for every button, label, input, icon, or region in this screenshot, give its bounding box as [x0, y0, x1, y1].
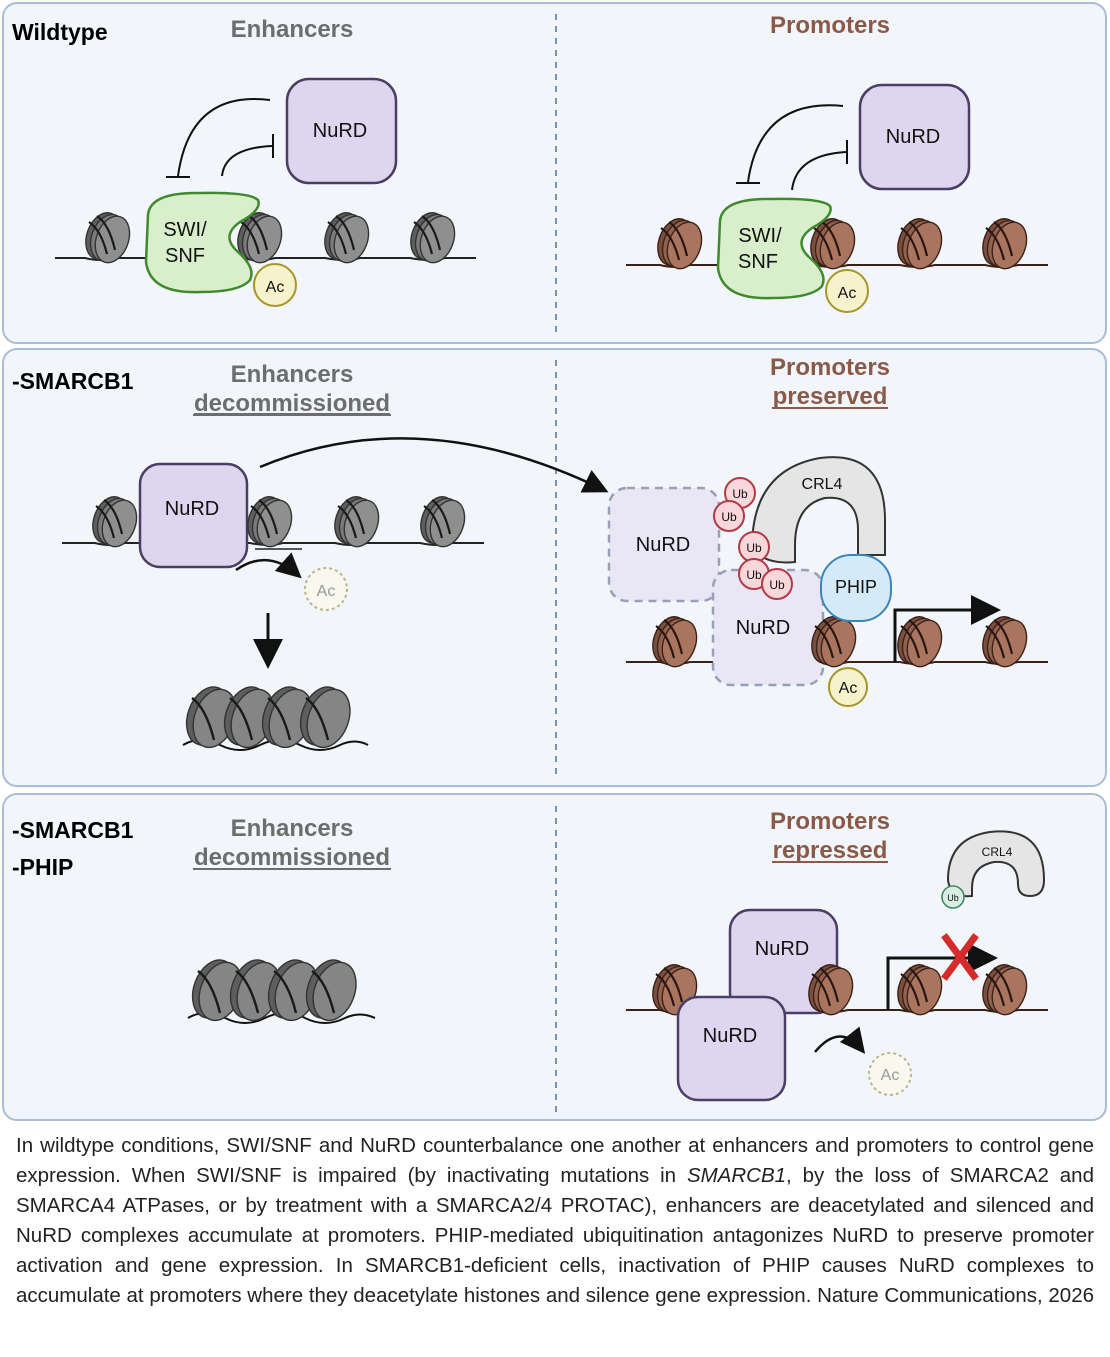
acetyl-label: Ac	[317, 583, 336, 600]
acetyl-label: Ac	[838, 285, 857, 302]
acetyl-mark	[253, 263, 297, 307]
swi-snf-complex	[716, 197, 832, 300]
deacetylation-arrow	[814, 1026, 866, 1054]
inhibition-arrow	[177, 98, 271, 177]
nurd-label: NuRD	[703, 1025, 757, 1047]
acetyl-mark	[828, 667, 868, 707]
crl4-complex	[946, 830, 1046, 898]
ub-label: Ub	[721, 510, 737, 524]
nurd-complex	[676, 995, 787, 1102]
nurd-label: NuRD	[165, 498, 219, 520]
ub-mark: Ub	[738, 531, 770, 563]
nurd-label: NuRD	[755, 938, 809, 960]
crl4-complex	[750, 456, 886, 564]
removed-acetyl-mark	[304, 567, 348, 611]
crl4-label: CRL4	[982, 845, 1013, 859]
ub-label: Ub	[746, 541, 762, 555]
removed-acetyl-mark	[868, 1052, 912, 1096]
relocation-arrow	[259, 437, 609, 493]
nurd-complex	[285, 77, 398, 185]
nurd-complex	[138, 462, 249, 569]
condition-label: Wildtype	[12, 19, 108, 45]
panel-wildtype: Wildtype Enhancers Promoters SWI/ SNF Ac…	[2, 2, 1107, 344]
inhibition-arrow	[221, 145, 273, 177]
transcription-arrow	[893, 595, 1001, 662]
acetyl-mark	[825, 269, 869, 313]
promoters-title: Promoters	[770, 12, 890, 39]
nurd-label: NuRD	[636, 534, 690, 556]
figure-caption: In wildtype conditions, SWI/SNF and NuRD…	[16, 1131, 1094, 1311]
swi-snf-label: SWI/	[738, 225, 782, 247]
acetyl-label: Ac	[881, 1067, 900, 1084]
caption-text: In wildtype conditions, SWI/SNF and NuRD…	[16, 1134, 1094, 1187]
acetyl-label: Ac	[266, 279, 285, 296]
nurd-complex	[858, 83, 971, 191]
ub-circle	[941, 885, 965, 909]
blocked-x-icon	[941, 933, 979, 981]
inhibition-arrow	[791, 151, 847, 191]
promoters-title: Promoters	[770, 808, 890, 835]
phip-label: PHIP	[835, 577, 877, 597]
nurd-label: NuRD	[313, 120, 367, 142]
ub-circle	[761, 568, 793, 600]
deacetylation-arrow	[235, 552, 302, 579]
ub-mark: Ub	[761, 568, 793, 600]
enhancers-title: Enhancers	[231, 361, 354, 388]
swi-snf-label: SWI/	[163, 219, 207, 241]
enhancers-title: Enhancers	[231, 16, 354, 43]
caption-text: , by the loss of SMARCA2 and SMARCA4 ATP…	[16, 1164, 1094, 1307]
caption-gene-name: SMARCB1	[686, 1164, 787, 1187]
panel-smarcb1-phip-loss: -SMARCB1 -PHIP Enhancers decommissioned …	[2, 793, 1107, 1121]
enhancers-status: decommissioned	[194, 844, 390, 871]
condition-label: -SMARCB1	[12, 368, 134, 394]
promoters-title: Promoters	[770, 354, 890, 381]
promoters-status: preserved	[773, 383, 888, 410]
nurd-label: NuRD	[886, 126, 940, 148]
acetyl-label: Ac	[839, 680, 858, 697]
nurd-complex-dashed	[607, 486, 721, 603]
crl4-label: CRL4	[802, 476, 843, 493]
swi-snf-label: SNF	[165, 245, 205, 267]
promoters-status: repressed	[773, 837, 888, 864]
phip-protein	[820, 554, 892, 622]
enhancers-status: decommissioned	[194, 390, 390, 417]
condition-label: -PHIP	[12, 854, 73, 880]
enhancers-title: Enhancers	[231, 815, 354, 842]
ub-mark: Ub	[713, 500, 745, 532]
ub-circle	[713, 500, 745, 532]
ub-label: Ub	[732, 487, 748, 501]
panel-smarcb1-loss: -SMARCB1 Enhancers decommissioned Promot…	[2, 348, 1107, 787]
mechanism-figure: Wildtype Enhancers Promoters SWI/ SNF Ac…	[2, 2, 1107, 1121]
ub-label: Ub	[947, 893, 959, 903]
nurd-label: NuRD	[736, 617, 790, 639]
swi-snf-label: SNF	[738, 251, 778, 273]
ub-label: Ub	[746, 568, 762, 582]
inhibition-arrow	[747, 104, 844, 183]
swi-snf-complex	[144, 191, 260, 294]
ub-label: Ub	[769, 578, 785, 592]
condition-label: -SMARCB1	[12, 817, 134, 843]
